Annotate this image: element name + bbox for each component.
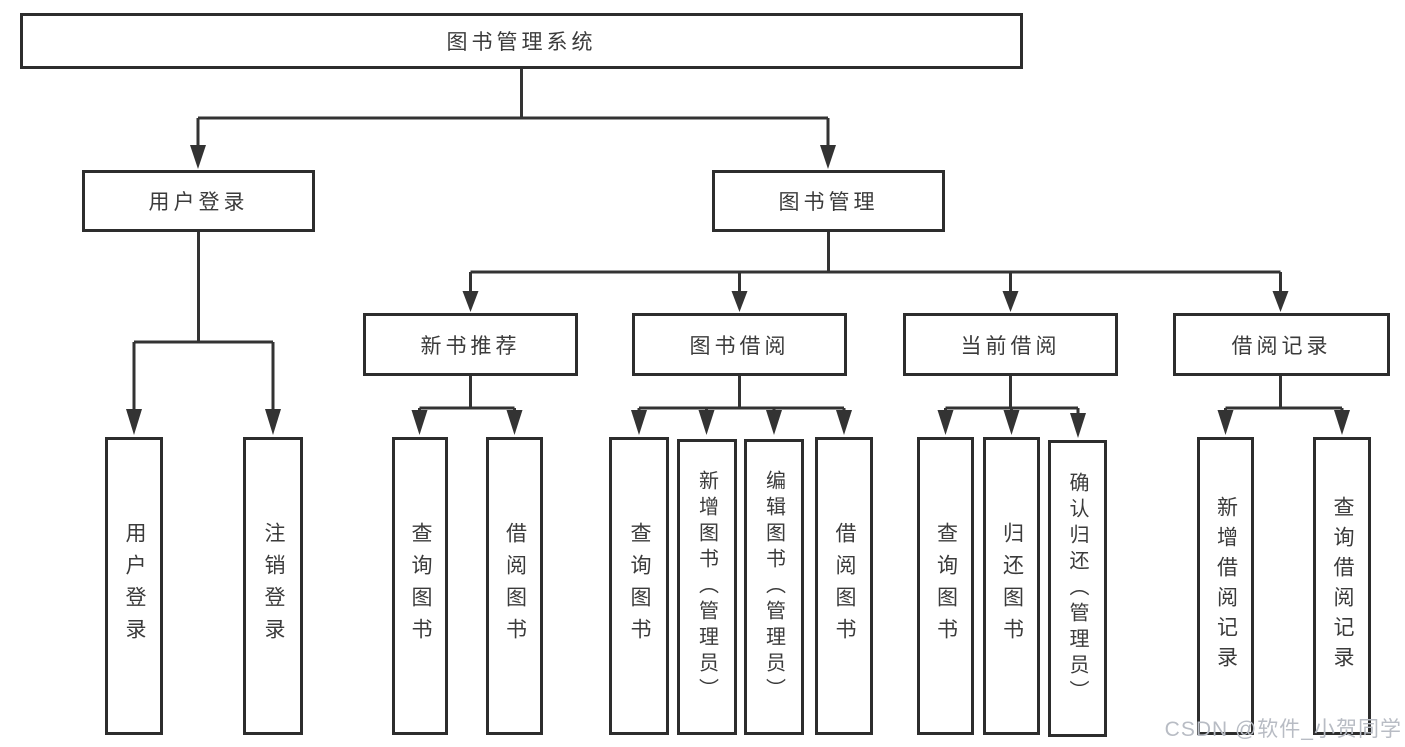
leaf-logout: 注销登录 xyxy=(243,437,303,735)
leaf-recommend-search-books: 查询图书 xyxy=(392,437,448,735)
leaf-user-login: 用户登录 xyxy=(105,437,163,735)
node-new-book-recommend: 新书推荐 xyxy=(363,313,578,376)
node-user-login: 用户登录 xyxy=(82,170,315,232)
node-current-borrowing: 当前借阅 xyxy=(903,313,1118,376)
edges-book-management xyxy=(462,232,1289,312)
edges-borrowing-records xyxy=(1217,376,1350,435)
leaf-current-confirm-return-admin: 确认归还（管理员） xyxy=(1048,440,1107,737)
node-system-root: 图书管理系统 xyxy=(20,13,1023,69)
edges-root xyxy=(190,69,836,169)
edges-user-login xyxy=(126,232,281,435)
edges-book-borrowing xyxy=(631,376,852,435)
leaf-records-search-record: 查询借阅记录 xyxy=(1313,437,1371,735)
leaf-records-add-record: 新增借阅记录 xyxy=(1197,437,1254,735)
edges-new-book-recommend xyxy=(411,376,523,435)
leaf-borrowing-borrow-books: 借阅图书 xyxy=(815,437,873,735)
node-book-borrowing: 图书借阅 xyxy=(632,313,847,376)
leaf-current-search-books: 查询图书 xyxy=(917,437,974,735)
edges-current-borrowing xyxy=(937,376,1086,438)
leaf-borrowing-edit-books-admin: 编辑图书（管理员） xyxy=(744,439,804,735)
node-book-management: 图书管理 xyxy=(712,170,945,232)
leaf-borrowing-search-books: 查询图书 xyxy=(609,437,669,735)
leaf-borrowing-add-books-admin: 新增图书（管理员） xyxy=(677,439,737,735)
leaf-recommend-borrow-books: 借阅图书 xyxy=(486,437,543,735)
leaf-current-return-books: 归还图书 xyxy=(983,437,1040,735)
csdn-watermark: CSDN @软件_小贺同学 xyxy=(1164,718,1402,741)
node-borrowing-records: 借阅记录 xyxy=(1173,313,1390,376)
